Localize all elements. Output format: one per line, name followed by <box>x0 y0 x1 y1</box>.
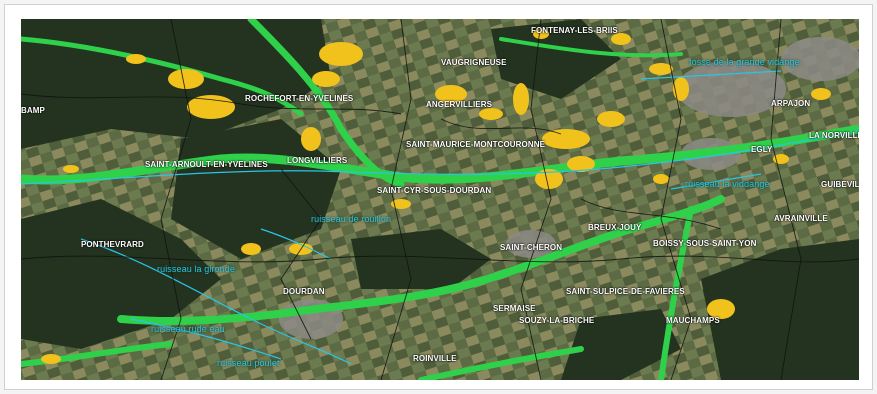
stream-label: ruisseau la gironde <box>157 264 235 274</box>
map-frame: FONTENAY-LES-BRIIS VAUGRIGNEUSE ROCHEFOR… <box>4 4 873 390</box>
town-label: BOISSY-SOUS-SAINT-YON <box>653 239 757 248</box>
town-label: GUIBEVILLE <box>821 180 859 189</box>
commune-boundaries <box>21 19 859 380</box>
green-corridors <box>21 19 859 380</box>
town-label: AVRAINVILLE <box>774 214 828 223</box>
town-label: EGLY <box>751 145 773 154</box>
stream-label: ruisseau poulet <box>217 358 280 368</box>
stream-label: ruisseau la viddange <box>685 179 770 189</box>
town-label: SAINT-MAURICE-MONTCOURONNE <box>406 140 546 149</box>
town-label: SERMAISE <box>493 304 536 313</box>
satellite-map[interactable]: FONTENAY-LES-BRIIS VAUGRIGNEUSE ROCHEFOR… <box>21 19 859 380</box>
town-label: LONGVILLIERS <box>287 156 348 165</box>
town-label: ANGERVILLIERS <box>426 100 493 109</box>
town-label: FONTENAY-LES-BRIIS <box>531 26 618 35</box>
town-label: LA NORVILLE <box>809 131 859 140</box>
stream-label: ruisseau rude eau <box>151 324 225 334</box>
town-label: SAINT-CHERON <box>500 243 563 252</box>
map-canvas <box>21 19 859 380</box>
town-label: ROINVILLE <box>413 354 457 363</box>
stream-label: fosse de la grande vidange <box>689 57 800 67</box>
town-label: BREUX-JOUY <box>588 223 642 232</box>
town-label: DOURDAN <box>283 287 325 296</box>
town-label: BAMP <box>21 106 45 115</box>
town-label: ARPAJON <box>771 99 811 108</box>
stream-label: ruisseau de rouillon <box>311 214 392 224</box>
town-label: SOUZY-LA-BRICHE <box>519 316 595 325</box>
town-label: MAUCHAMPS <box>666 316 720 325</box>
town-label: SAINT-ARNOULT-EN-YVELINES <box>145 160 268 169</box>
town-label: SAINT-SULPICE-DE-FAVIERES <box>566 287 685 296</box>
town-label: PONTHEVRARD <box>81 240 144 249</box>
town-label: SAINT-CYR-SOUS-DOURDAN <box>377 186 492 195</box>
town-label: ROCHEFORT-EN-YVELINES <box>245 94 354 103</box>
town-label: VAUGRIGNEUSE <box>441 58 507 67</box>
